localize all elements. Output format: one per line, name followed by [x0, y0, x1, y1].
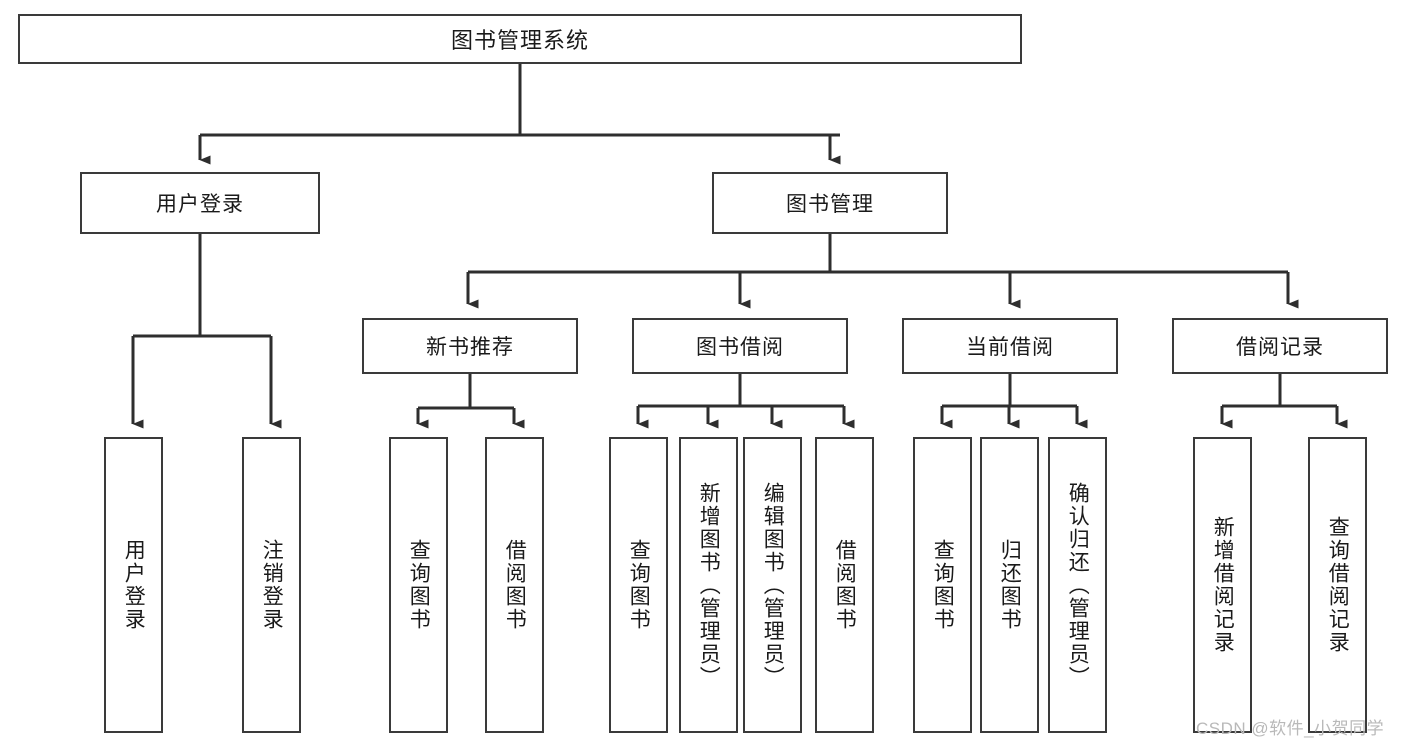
- node-label: 查询图书: [407, 539, 431, 631]
- node-label: 借阅图书: [503, 539, 527, 631]
- node-label: 图书管理系统: [450, 28, 589, 53]
- node-label: 归还图书: [998, 539, 1022, 631]
- node-leaf-add-book[interactable]: 新增图书（管理员）: [679, 437, 738, 733]
- node-label: 查询借阅记录: [1326, 516, 1350, 654]
- node-current-borrow[interactable]: 当前借阅: [902, 318, 1118, 374]
- node-leaf-borrow-book-1[interactable]: 借阅图书: [485, 437, 544, 733]
- node-label: 注销登录: [260, 539, 284, 631]
- node-label: 用户登录: [156, 193, 244, 216]
- node-leaf-return-book[interactable]: 归还图书: [980, 437, 1039, 733]
- node-label: 查询图书: [627, 539, 651, 631]
- node-leaf-query-book-1[interactable]: 查询图书: [389, 437, 448, 733]
- node-label: 确认归还（管理员）: [1066, 481, 1090, 689]
- node-label: 编辑图书（管理员）: [761, 481, 785, 689]
- node-leaf-query-record[interactable]: 查询借阅记录: [1308, 437, 1367, 733]
- node-label: 借阅图书: [833, 539, 857, 631]
- node-leaf-logout[interactable]: 注销登录: [242, 437, 301, 733]
- node-book-manage[interactable]: 图书管理: [712, 172, 948, 234]
- node-leaf-query-book-3[interactable]: 查询图书: [913, 437, 972, 733]
- node-label: 新增借阅记录: [1211, 516, 1235, 654]
- node-borrow-record[interactable]: 借阅记录: [1172, 318, 1388, 374]
- node-leaf-borrow-book-2[interactable]: 借阅图书: [815, 437, 874, 733]
- node-label: 借阅记录: [1236, 336, 1324, 359]
- node-label: 当前借阅: [966, 336, 1054, 359]
- node-root-system[interactable]: 图书管理系统: [18, 14, 1022, 64]
- node-leaf-add-record[interactable]: 新增借阅记录: [1193, 437, 1252, 733]
- watermark: CSDN @软件_小贺同学: [1196, 719, 1385, 738]
- node-label: 用户登录: [122, 539, 146, 631]
- node-new-book-rec[interactable]: 新书推荐: [362, 318, 578, 374]
- node-label: 新增图书（管理员）: [697, 481, 721, 689]
- node-user-login[interactable]: 用户登录: [80, 172, 320, 234]
- node-label: 图书管理: [786, 193, 874, 216]
- node-leaf-user-login[interactable]: 用户登录: [104, 437, 163, 733]
- node-leaf-query-book-2[interactable]: 查询图书: [609, 437, 668, 733]
- node-book-borrow[interactable]: 图书借阅: [632, 318, 848, 374]
- node-leaf-edit-book[interactable]: 编辑图书（管理员）: [743, 437, 802, 733]
- node-label: 新书推荐: [426, 336, 514, 359]
- node-leaf-confirm-return[interactable]: 确认归还（管理员）: [1048, 437, 1107, 733]
- node-label: 查询图书: [931, 539, 955, 631]
- node-label: 图书借阅: [696, 336, 784, 359]
